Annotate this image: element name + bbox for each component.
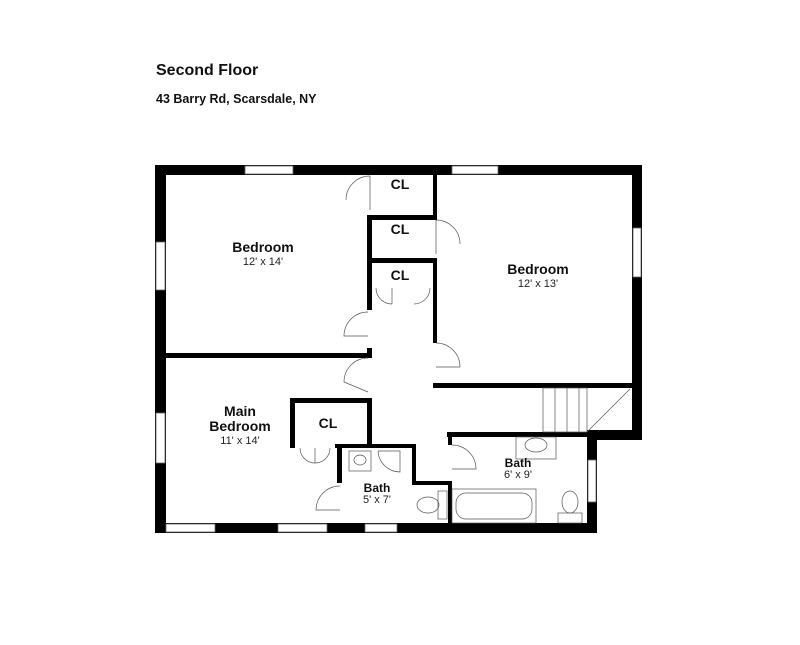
floor-title: Second Floor <box>156 62 259 79</box>
room-size: 12' x 14' <box>243 256 283 268</box>
room-name: Bath <box>364 481 391 495</box>
room-name: Bedroom <box>232 239 293 255</box>
address: 43 Barry Rd, Scarsdale, NY <box>156 92 317 106</box>
fixtures <box>348 436 583 524</box>
room-size: 11' x 14' <box>220 435 259 447</box>
windows <box>155 165 642 533</box>
closet-label: CL <box>319 415 338 431</box>
closet-label: CL <box>391 221 410 237</box>
closet-label: CL <box>391 267 410 283</box>
room-size: 5' x 7' <box>363 494 391 506</box>
room-size: 6' x 9' <box>504 469 532 481</box>
room-size: 12' x 13' <box>518 278 558 290</box>
room-name: Main <box>224 403 256 419</box>
room-name: Bath <box>505 456 532 470</box>
room-name: Bedroom <box>507 261 568 277</box>
closet-label: CL <box>391 176 410 192</box>
stairs <box>542 387 631 433</box>
room-name: Bedroom <box>209 418 270 434</box>
doors <box>299 175 477 511</box>
